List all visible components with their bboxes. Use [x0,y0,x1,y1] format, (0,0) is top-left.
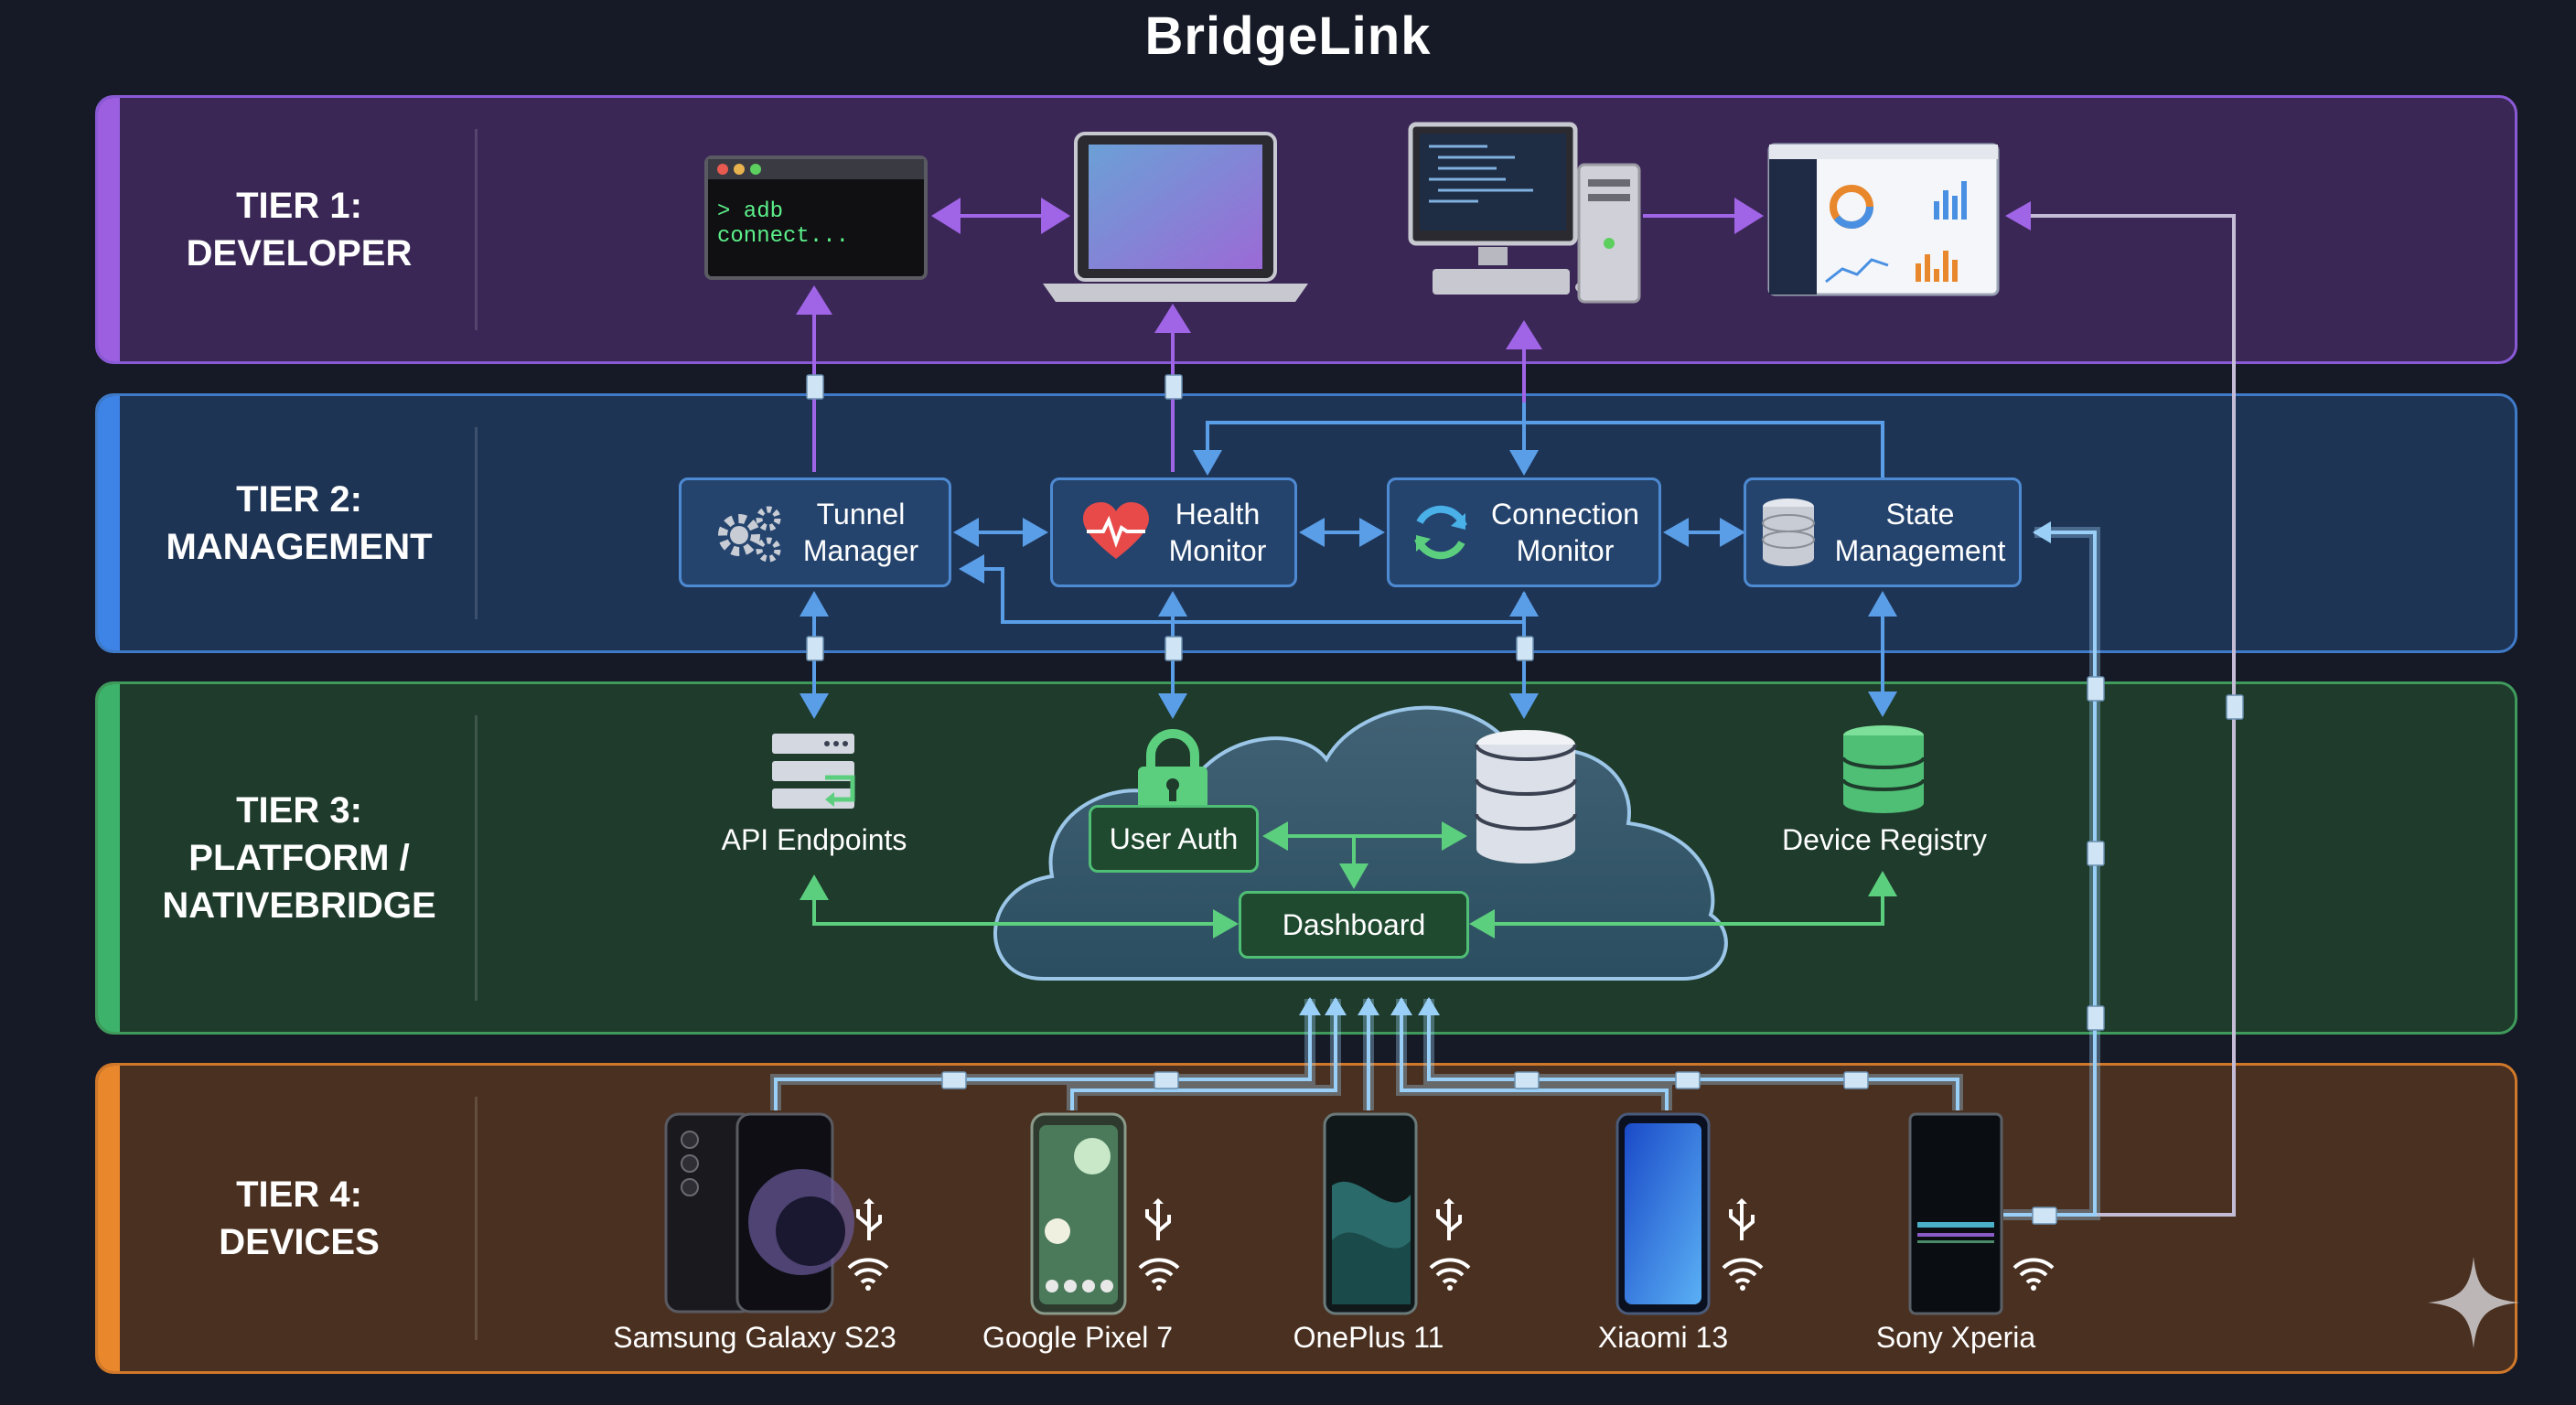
tier-color-bar [98,1066,120,1371]
dashboard-box[interactable]: Dashboard [1239,891,1469,959]
tier-color-bar [98,684,120,1032]
usb-icon [1145,1198,1171,1240]
device-label-xiaomi: Xiaomi 13 [1597,1321,1729,1354]
samsung-phone-icon [664,1112,854,1314]
tier-label: TIER 4: DEVICES [219,1174,380,1262]
tier-devices: TIER 4: DEVICES [95,1063,2517,1374]
terminal-window: > adb connect... [704,156,928,280]
tunnel-manager-label: Tunnel Manager [802,498,919,567]
tier-label: TIER 2: MANAGEMENT [166,479,433,567]
sync-icon [1414,505,1467,560]
device-registry-label: Device Registry [1781,823,1988,856]
state-management-label: State Management [1834,498,2006,567]
wifi-icon [2012,1258,2055,1291]
usb-icon [1729,1198,1755,1240]
wifi-icon [1429,1258,1471,1291]
oneplus-phone-icon [1323,1112,1418,1315]
web-dashboard-icon [1767,143,2000,296]
pixel-phone-icon [1030,1112,1127,1315]
tier-color-bar [98,396,120,650]
data-packets [806,374,2244,1225]
database-cluster-icon [1475,730,1577,863]
tier-divider [475,715,478,1001]
tier-label: TIER 1: DEVELOPER [186,186,413,273]
arrow-state-loop [1193,421,1884,477]
health-monitor-label: Health Monitor [1168,498,1267,567]
device-label-samsung: Samsung Galaxy S23 [613,1321,896,1354]
heart-pulse-icon [1082,502,1149,559]
desktop-computer-icon [1408,122,1641,304]
device-label-oneplus: OnePlus 11 [1293,1321,1444,1354]
tier-divider [475,129,478,330]
connection-monitor-box[interactable]: Connection Monitor [1387,477,1661,587]
tier-divider [475,427,478,619]
database-icon [1761,499,1815,566]
wifi-icon [1722,1258,1764,1291]
server-rack-icon [772,734,855,809]
tier-divider [475,1097,478,1340]
arrow-api-dashboard [800,874,1239,938]
sony-phone-icon [1908,1112,2003,1315]
state-management-box[interactable]: State Management [1744,477,2022,587]
tier-color-bar [98,98,120,361]
arrow-sony-webdashboard [2005,201,2236,1217]
wifi-icon [847,1258,889,1291]
api-endpoints-label: API Endpoints [721,823,907,856]
device-conduit-lines [774,521,2097,1217]
tier-label: TIER 3: PLATFORM / NATIVEBRIDGE [162,790,436,926]
sparkle-icon [2428,1257,2519,1348]
gear-icon [717,506,781,563]
usb-icon [1436,1198,1462,1240]
laptop-icon [1043,132,1308,302]
wifi-icon [1138,1258,1180,1291]
device-label-pixel: Google Pixel 7 [982,1321,1174,1354]
terminal-command: > adb connect... [717,199,850,249]
device-conduits [770,527,2100,1220]
xiaomi-phone-icon [1615,1112,1711,1315]
user-auth-box[interactable]: User Auth [1089,805,1259,873]
diagram-title: BridgeLink [1144,6,1432,66]
tunnel-manager-box[interactable]: Tunnel Manager [679,477,951,587]
device-registry-icon [1841,725,1926,813]
lock-icon [1138,729,1208,812]
connection-monitor-label: Connection Monitor [1491,498,1639,567]
arrow-registry-dashboard [1469,871,1897,938]
usb-icon [856,1198,882,1240]
health-monitor-box[interactable]: Health Monitor [1050,477,1297,587]
device-label-sony: Sony Xperia [1875,1321,2036,1354]
tier-developer: TIER 1: DEVELOPER [95,95,2517,364]
